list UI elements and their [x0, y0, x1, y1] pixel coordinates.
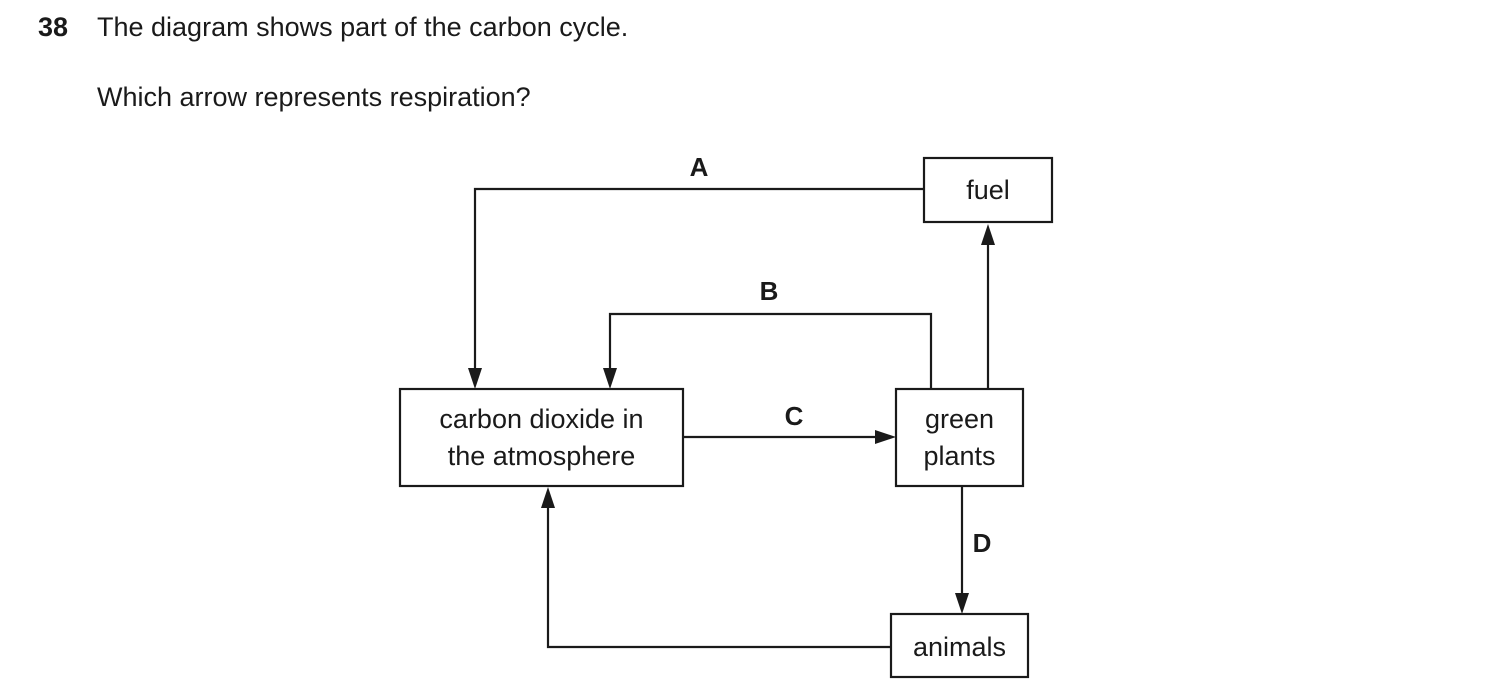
arrow-d — [955, 486, 969, 614]
question-stem: The diagram shows part of the carbon cyc… — [97, 12, 629, 42]
arrow-a — [468, 187, 924, 389]
question-prompt: Which arrow represents respiration? — [97, 82, 531, 112]
box-green-plants-line2: plants — [923, 441, 995, 471]
box-carbon-dioxide-line1: carbon dioxide in — [439, 404, 643, 434]
arrow-label-c: C — [785, 401, 804, 431]
box-animals: animals — [889, 612, 1030, 679]
arrow-label-a: A — [690, 152, 709, 182]
arrow-plants-to-fuel — [981, 224, 995, 389]
box-fuel: fuel — [922, 156, 1054, 224]
arrow-label-b: B — [760, 276, 779, 306]
box-green-plants: green plants — [894, 387, 1025, 488]
box-carbon-dioxide: carbon dioxide in the atmosphere — [398, 387, 685, 488]
box-fuel-label: fuel — [966, 175, 1010, 205]
arrow-b — [603, 312, 933, 389]
box-animals-label: animals — [913, 632, 1006, 662]
box-green-plants-line1: green — [925, 404, 994, 434]
arrow-c — [683, 430, 896, 444]
arrow-label-d: D — [973, 528, 992, 558]
arrow-animals-to-co2 — [541, 487, 891, 649]
box-carbon-dioxide-line2: the atmosphere — [448, 441, 636, 471]
question-number: 38 — [38, 12, 69, 42]
